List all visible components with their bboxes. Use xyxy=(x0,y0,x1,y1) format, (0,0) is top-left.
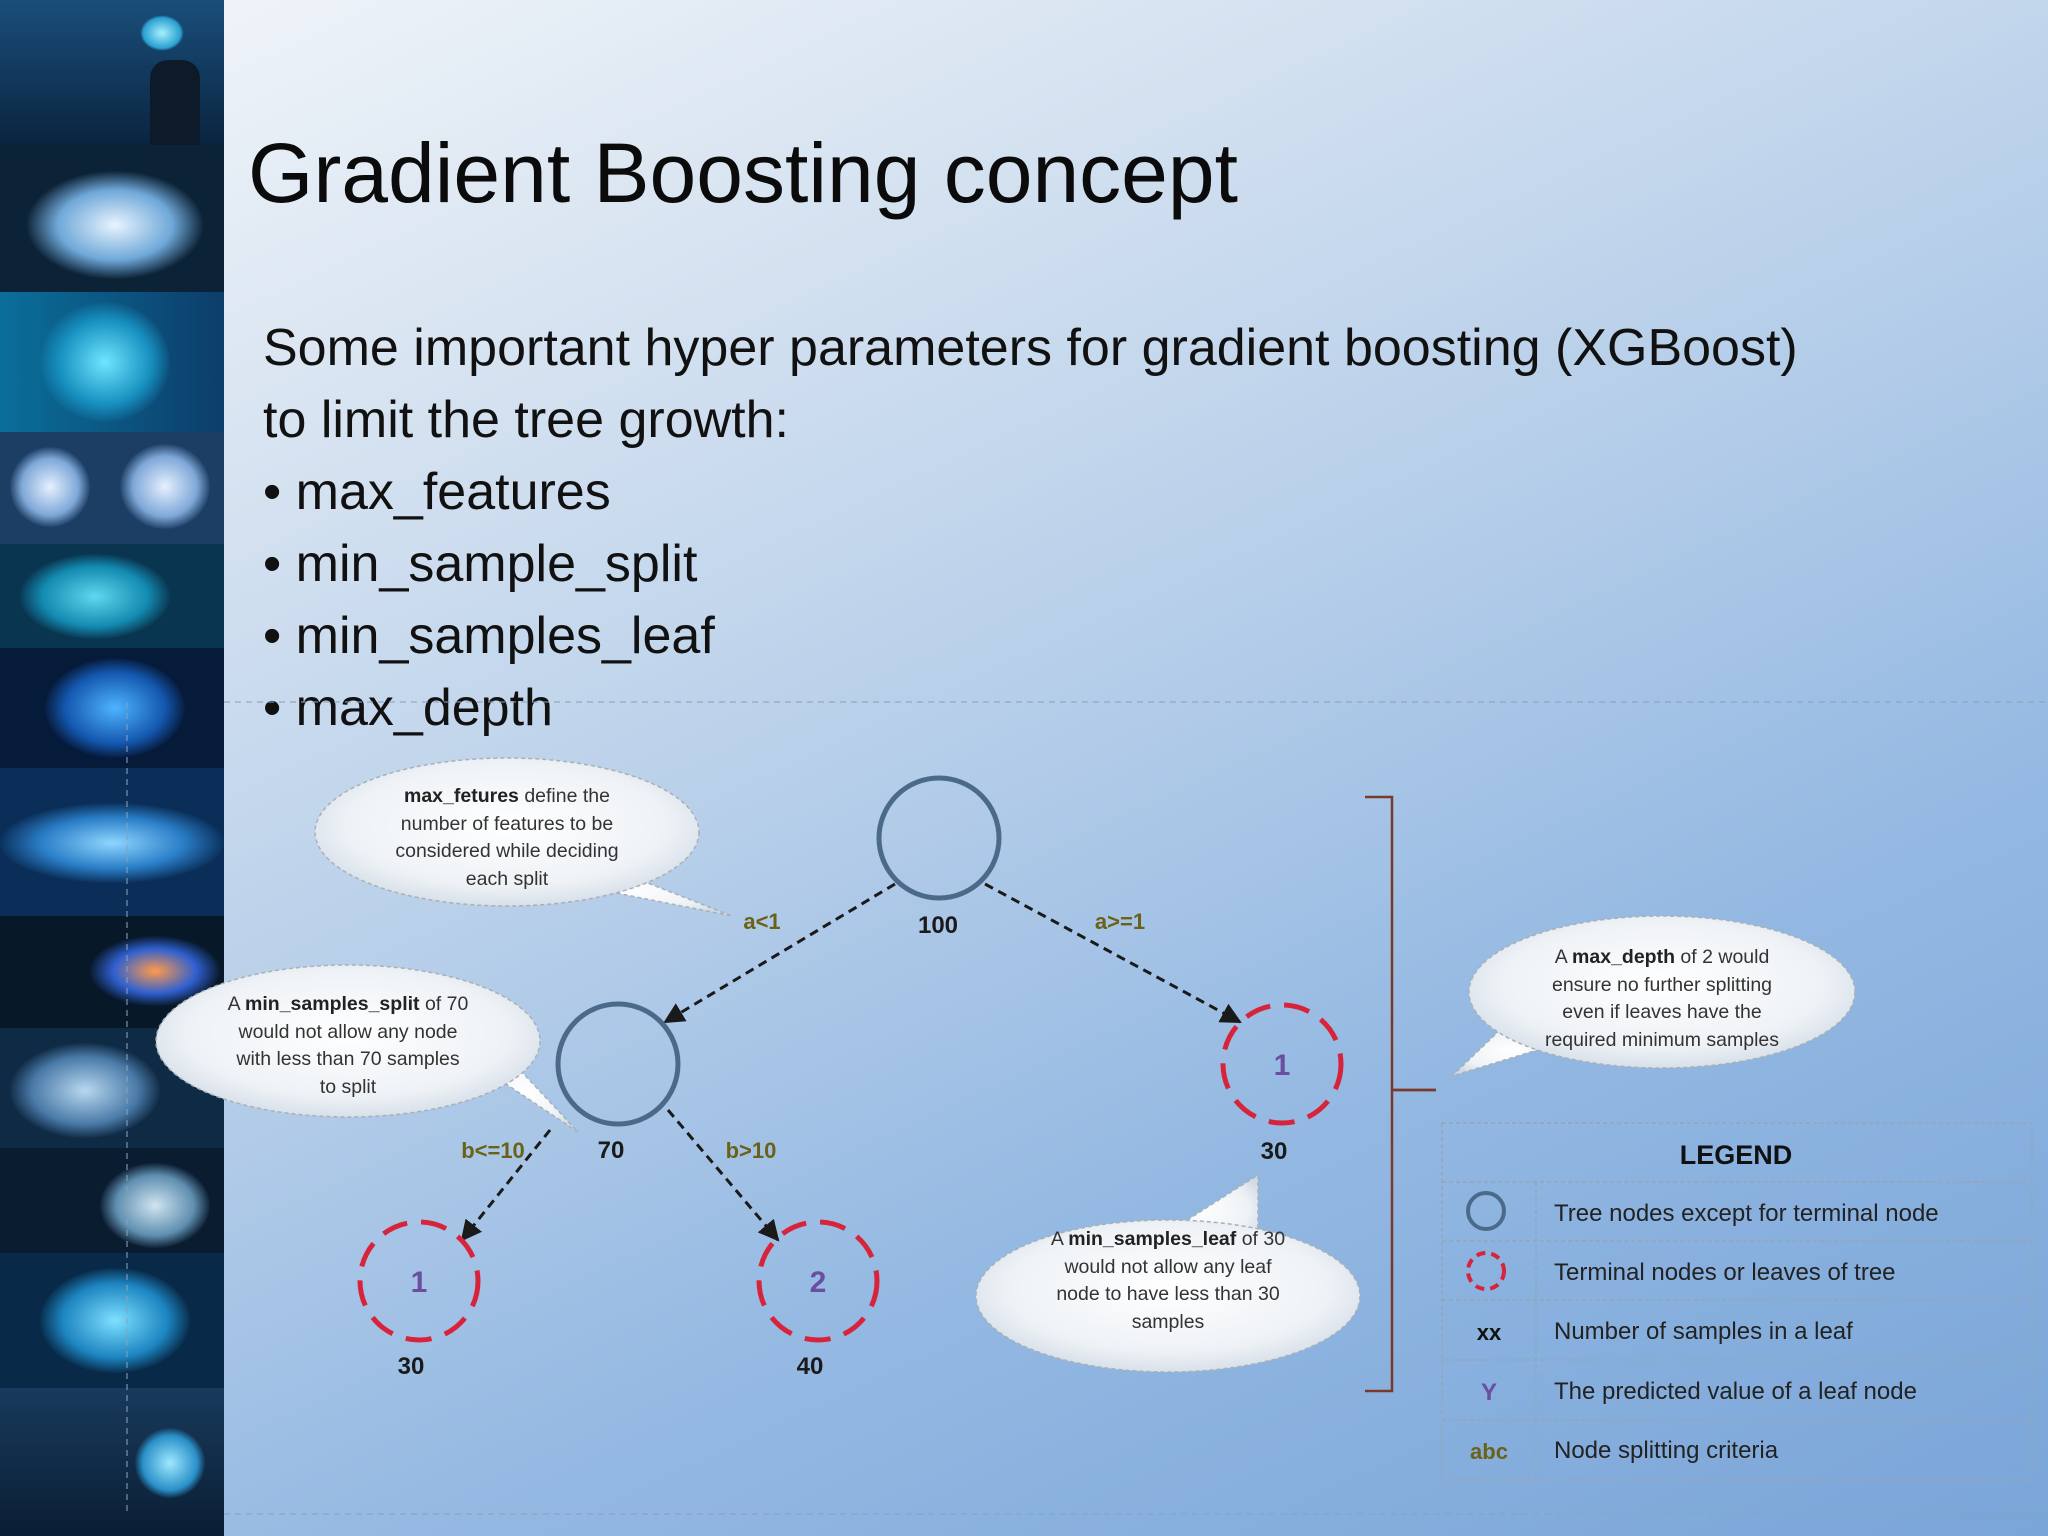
bullet-item: • min_sample_split xyxy=(263,528,1798,600)
strip-tile-2 xyxy=(0,145,224,292)
bullet-text: min_sample_split xyxy=(295,535,698,593)
bullet-icon: • xyxy=(263,679,282,737)
bullet-icon: • xyxy=(263,463,282,521)
strip-tile-7 xyxy=(0,768,224,916)
callout-text: would not allow any node xyxy=(238,1021,458,1043)
callout-min-samples-split: A min_samples_split of 70 would not allo… xyxy=(155,964,579,1133)
strip-tile-10 xyxy=(0,1148,224,1253)
strip-tile-11 xyxy=(0,1253,224,1388)
leaf-value-1: 1 xyxy=(411,1266,428,1299)
callout-text: ensure no further splitting xyxy=(1552,974,1772,996)
callout-bold-term: min_samples_leaf xyxy=(1068,1228,1237,1250)
bullet-item: • max_features xyxy=(263,456,1798,528)
root-sample-count: 100 xyxy=(918,912,958,939)
callout-bold-term: max_depth xyxy=(1572,946,1675,968)
callout-text: to split xyxy=(320,1076,377,1098)
callout-max-features: max_fetures define the number of feature… xyxy=(314,757,733,917)
strip-tile-9 xyxy=(0,1028,224,1148)
leaf-node-2 xyxy=(756,1219,880,1343)
intro-line-2: to limit the tree growth: xyxy=(263,391,789,449)
svg-text:A min_samples_leaf of 30: A min_samples_leaf of 30 xyxy=(1051,1228,1285,1250)
intro-line-1: Some important hyper parameters for grad… xyxy=(263,319,1798,377)
callout-text: even if leaves have the xyxy=(1562,1001,1761,1023)
callout-text: define the xyxy=(519,785,610,807)
edge-root-right xyxy=(984,882,1242,1024)
criteria-root-left: a<1 xyxy=(743,909,780,934)
leaf-value-3: 1 xyxy=(1274,1049,1291,1082)
bullet-item: • min_samples_leaf xyxy=(263,600,1798,672)
legend-text: Tree nodes except for terminal node xyxy=(1554,1200,1939,1227)
callout-text: with less than 70 samples xyxy=(235,1048,460,1070)
legend-terminal-node-icon xyxy=(1466,1251,1506,1291)
legend-symbol-count: xx xyxy=(1477,1320,1502,1345)
bullet-text: max_features xyxy=(295,463,611,521)
callout-text: of 2 would xyxy=(1675,946,1769,968)
callout-text: of 70 xyxy=(420,993,469,1015)
callout-text: A xyxy=(1051,1228,1068,1250)
strip-tile-3 xyxy=(0,292,224,432)
legend: LEGEND Tree nodes except for terminal no… xyxy=(1441,1122,2033,1481)
leaf-2-sample-count: 40 xyxy=(797,1353,824,1380)
strip-tile-1 xyxy=(0,0,224,145)
decorative-image-strip xyxy=(0,0,224,1536)
bullet-icon: • xyxy=(263,607,282,665)
callout-text: of 30 xyxy=(1236,1228,1285,1250)
strip-tile-5 xyxy=(0,544,224,648)
bullet-text: max_depth xyxy=(295,679,553,737)
legend-text: Node splitting criteria xyxy=(1554,1437,1779,1464)
legend-text: Terminal nodes or leaves of tree xyxy=(1554,1259,1896,1286)
callout-text: number of features to be xyxy=(401,813,613,835)
svg-text:A max_depth of 2 would: A max_depth of 2 would xyxy=(1555,946,1770,968)
callout-text: would not allow any leaf xyxy=(1063,1256,1272,1278)
slide-body-text: Some important hyper parameters for grad… xyxy=(263,312,1798,744)
callout-text: considered while deciding xyxy=(395,840,618,862)
svg-text:A min_samples_split of 70: A min_samples_split of 70 xyxy=(228,993,469,1015)
left-internal-node xyxy=(555,1001,681,1127)
criteria-root-right: a>=1 xyxy=(1095,909,1145,934)
callout-text: required minimum samples xyxy=(1545,1029,1779,1051)
callout-text: node to have less than 30 xyxy=(1056,1283,1279,1305)
bullet-item: • max_depth xyxy=(263,672,1798,744)
strip-tile-12 xyxy=(0,1388,224,1536)
root-node xyxy=(876,775,1002,901)
legend-symbol-value: Y xyxy=(1481,1379,1497,1406)
callout-min-samples-leaf: A min_samples_leaf of 30 would not allow… xyxy=(975,1173,1361,1373)
leaf-3-sample-count: 30 xyxy=(1261,1138,1288,1165)
callout-max-depth: A max_depth of 2 would ensure no further… xyxy=(1451,915,1856,1077)
strip-tile-6 xyxy=(0,648,224,768)
legend-tree-node-icon xyxy=(1466,1191,1506,1231)
edge-left-leaf2 xyxy=(666,1109,780,1242)
callout-text: A xyxy=(1555,946,1572,968)
legend-title: LEGEND xyxy=(1680,1140,1793,1170)
bullet-text: min_samples_leaf xyxy=(295,607,715,665)
bullet-icon: • xyxy=(263,535,282,593)
callout-bold-term: max_fetures xyxy=(404,785,519,807)
callout-text: samples xyxy=(1132,1311,1205,1333)
criteria-left-left: b<=10 xyxy=(461,1138,525,1163)
svg-text:max_fetures define the: max_fetures define the xyxy=(404,785,610,807)
left-node-sample-count: 70 xyxy=(598,1137,625,1164)
callout-text: each split xyxy=(466,868,549,890)
leaf-value-2: 2 xyxy=(810,1266,827,1299)
depth-bracket xyxy=(1365,795,1436,1393)
legend-symbol-criteria: abc xyxy=(1470,1439,1508,1464)
slide-title: Gradient Boosting concept xyxy=(248,126,1238,220)
callout-bold-term: min_samples_split xyxy=(245,993,420,1015)
callout-text: A xyxy=(228,993,245,1015)
edge-left-leaf1 xyxy=(460,1129,552,1242)
leaf-node-1 xyxy=(357,1219,481,1343)
legend-text: The predicted value of a leaf node xyxy=(1554,1378,1917,1405)
criteria-left-right: b>10 xyxy=(726,1138,777,1163)
leaf-1-sample-count: 30 xyxy=(398,1353,425,1380)
strip-tile-4 xyxy=(0,432,224,544)
leaf-node-3 xyxy=(1220,1002,1344,1126)
legend-text: Number of samples in a leaf xyxy=(1554,1318,1853,1345)
